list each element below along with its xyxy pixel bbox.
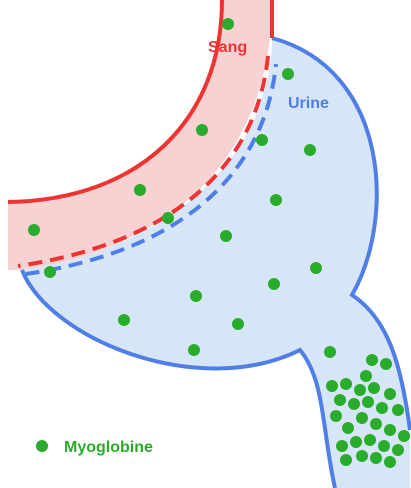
myoglobin-particle [356, 412, 368, 424]
legend-label: Myoglobine [64, 439, 153, 456]
myoglobin-particle [392, 404, 404, 416]
myoglobin-particle [334, 394, 346, 406]
myoglobin-particle [366, 354, 378, 366]
myoglobin-particle [350, 436, 362, 448]
myoglobin-particle [368, 382, 380, 394]
myoglobin-particle [190, 290, 202, 302]
myoglobin-particle [378, 440, 390, 452]
myoglobin-particle [370, 418, 382, 430]
myoglobin-particle [282, 68, 294, 80]
myoglobin-particle [348, 398, 360, 410]
myoglobin-particle [304, 144, 316, 156]
myoglobin-particle [384, 424, 396, 436]
blood-label: Sang [208, 39, 247, 56]
myoglobin-particle [364, 434, 376, 446]
myoglobin-particle [162, 212, 174, 224]
myoglobin-particle [340, 378, 352, 390]
myoglobin-particle [222, 18, 234, 30]
urine-label: Urine [288, 95, 329, 112]
myoglobin-particle [220, 230, 232, 242]
myoglobin-particle [324, 346, 336, 358]
myoglobin-particle [268, 278, 280, 290]
myoglobin-particle [134, 184, 146, 196]
myoglobin-particle [44, 266, 56, 278]
myoglobin-particle [384, 388, 396, 400]
myoglobin-particle [196, 124, 208, 136]
myoglobin-particle [188, 344, 200, 356]
myoglobin-particle [310, 262, 322, 274]
myoglobin-particle [342, 422, 354, 434]
myoglobin-particle [398, 430, 410, 442]
myoglobin-particle [256, 134, 268, 146]
myoglobin-particle [270, 194, 282, 206]
legend: Myoglobine [36, 439, 153, 456]
myoglobin-particle [336, 440, 348, 452]
myoglobin-particle [326, 380, 338, 392]
myoglobin-particle [384, 456, 396, 468]
myoglobin-particle [232, 318, 244, 330]
myoglobin-particle [356, 450, 368, 462]
myoglobin-particle [28, 224, 40, 236]
myoglobin-particle [330, 410, 342, 422]
myoglobin-particle [354, 384, 366, 396]
green-dot-icon [36, 440, 48, 452]
myoglobin-particle [376, 402, 388, 414]
myoglobin-particle [340, 454, 352, 466]
myoglobin-particle [370, 452, 382, 464]
myoglobin-particle [118, 314, 130, 326]
myoglobin-particle [362, 396, 374, 408]
myoglobin-particle [360, 370, 372, 382]
myoglobin-particle [392, 444, 404, 456]
myoglobin-particle [380, 358, 392, 370]
